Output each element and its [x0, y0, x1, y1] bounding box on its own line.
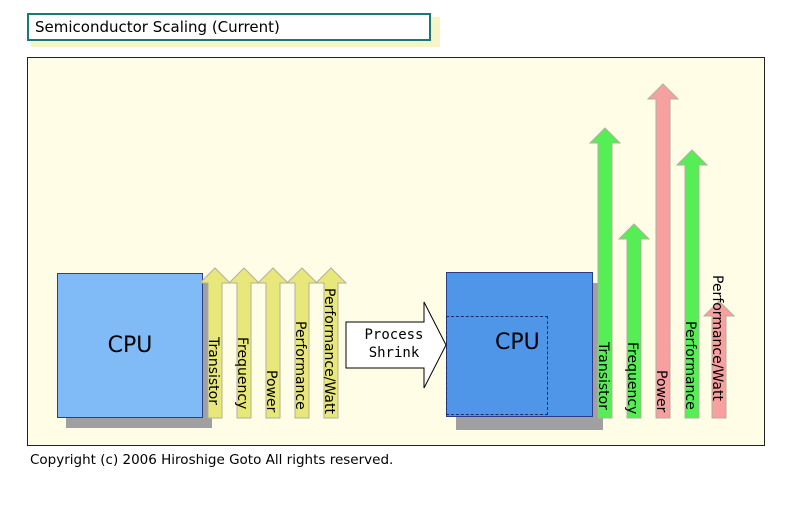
right-arrow-1 [617, 223, 651, 419]
left-cpu-block: CPU [57, 273, 203, 418]
left-arrow-0 [198, 267, 232, 419]
left-bar-label-frequency: Frequency [234, 337, 250, 410]
process-shrink-arrow [345, 301, 447, 389]
left-bar-label-transistor: Transistor [205, 337, 221, 405]
right-cpu-label: CPU [495, 330, 540, 355]
right-bar-label-performance: Performance [682, 321, 698, 410]
right-arrow-3 [675, 149, 709, 419]
right-arrow-0 [588, 127, 622, 419]
left-arrow-1 [227, 267, 261, 419]
left-arrow-4 [314, 267, 348, 419]
process-shrink-line2: Shrink [368, 345, 420, 361]
right-bar-label-frequency: Frequency [624, 342, 640, 415]
right-bar-label-transistor: Transistor [595, 342, 611, 410]
right-arrow-4 [702, 300, 736, 419]
process-shrink-label: Process Shrink [356, 326, 432, 362]
left-arrow-2 [256, 267, 290, 419]
diagram-title: Semiconductor Scaling (Current) [27, 13, 431, 41]
left-bar-label-power: Power [263, 370, 279, 413]
right-arrow-2 [646, 83, 680, 419]
shrunk-cpu-outline [446, 316, 548, 415]
right-cpu-block [446, 272, 593, 417]
right-bar-label-performance-watt: Performance/Watt [709, 275, 725, 401]
left-cpu-label: CPU [107, 333, 153, 358]
left-arrow-3 [285, 267, 319, 419]
left-bar-label-performance: Performance [292, 321, 308, 410]
process-shrink-line1: Process [364, 327, 424, 343]
copyright-footer: Copyright (c) 2006 Hiroshige Goto All ri… [30, 452, 394, 468]
left-bar-label-performance-watt: Performance/Watt [321, 288, 337, 414]
right-bar-label-power: Power [653, 370, 669, 413]
